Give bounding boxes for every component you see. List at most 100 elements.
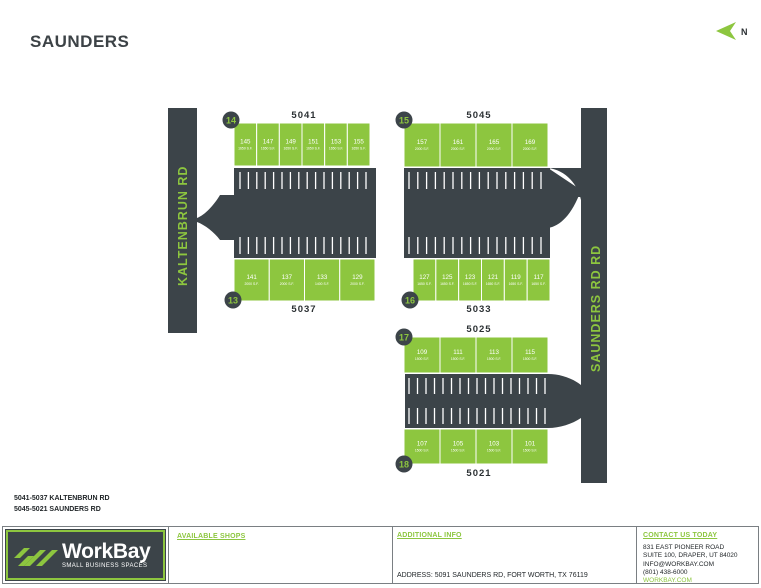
unit-block — [475, 336, 513, 374]
contact-website[interactable]: WORKBAY.COM — [643, 577, 692, 585]
east-lower-bulb — [548, 228, 581, 380]
building-label: 5021 — [466, 468, 491, 479]
contact-us-link[interactable]: CONTACT US TODAY — [643, 532, 718, 539]
building-badge: 15 — [395, 111, 413, 129]
building-label: 5025 — [466, 324, 491, 335]
property-address: ADDRESS: 5091 SAUNDERS RD, FORT WORTH, T… — [397, 572, 588, 579]
badge-number: 15 — [399, 115, 409, 125]
unit-size: 1650 S.F. — [352, 147, 366, 151]
contact-suite: SUITE 100, DRAPER, UT 84020 — [643, 552, 738, 560]
north-label: N — [741, 27, 748, 37]
east-upper-lot-round — [548, 168, 581, 200]
building-label: 5037 — [291, 304, 316, 315]
unit-number: 127 — [419, 274, 430, 281]
unit-size: 1500 S.F. — [415, 449, 429, 453]
workbay-logo[interactable]: WorkBay SMALL BUSINESS SPACES — [5, 529, 166, 581]
unit-number: 147 — [263, 139, 274, 146]
unit-number: 109 — [417, 349, 428, 356]
badge-circle — [222, 111, 240, 129]
unit-size: 2000 S.F. — [350, 282, 364, 286]
building-label: 5041 — [291, 110, 316, 121]
unit-number: 125 — [442, 274, 453, 281]
unit-size: 1650 S.F. — [261, 147, 275, 151]
unit-size: 1500 S.F. — [487, 449, 501, 453]
roads-layer — [168, 108, 607, 483]
unit-size: 1650 S.F. — [509, 282, 523, 286]
badge-circle — [395, 455, 413, 473]
unit-size: 2000 S.F. — [523, 147, 537, 151]
unit-size: 1500 S.F. — [523, 357, 537, 361]
unit-number: 165 — [489, 139, 500, 146]
unit-number: 145 — [240, 139, 251, 146]
east-upper-bulb — [548, 168, 581, 228]
unit-size: 1650 S.F. — [284, 147, 298, 151]
unit-number: 107 — [417, 441, 428, 448]
unit-size: 1650 S.F. — [417, 282, 431, 286]
address-list: 5041-5037 KALTENBRUN RD 5045-5021 SAUNDE… — [14, 493, 110, 515]
unit-number: 137 — [282, 274, 293, 281]
contact-email[interactable]: INFO@WORKBAY.COM — [643, 560, 715, 568]
unit-number: 129 — [352, 274, 363, 281]
unit-size: 2000 S.F. — [244, 282, 258, 286]
available-shops-cell: AVAILABLE SHOPS — [169, 527, 393, 583]
badge-circle — [401, 291, 419, 309]
page-title: SAUNDERS — [30, 32, 130, 51]
unit-size: 1500 S.F. — [523, 449, 537, 453]
badge-number: 13 — [228, 295, 238, 305]
unit-size: 1650 S.F. — [486, 282, 500, 286]
contact-phone[interactable]: (801) 438-6000 — [643, 568, 688, 576]
unit-number: 103 — [489, 441, 500, 448]
unit-number: 121 — [488, 274, 499, 281]
unit-block — [439, 428, 477, 465]
unit-block — [268, 258, 305, 302]
address-line-saunders: 5045-5021 SAUNDERS RD — [14, 506, 101, 513]
unit-size: 1500 S.F. — [451, 357, 465, 361]
road-label-saunders: SAUNDERS RD RD — [589, 245, 603, 372]
unit-size: 1650 S.F. — [463, 282, 477, 286]
unit-block — [403, 122, 441, 168]
badge-circle — [224, 291, 242, 309]
additional-info-link[interactable]: ADDITIONAL INFO — [397, 532, 462, 539]
unit-number: 105 — [453, 441, 464, 448]
building-badge: 18 — [395, 455, 413, 473]
unit-number: 149 — [286, 139, 297, 146]
available-shops-link[interactable]: AVAILABLE SHOPS — [177, 533, 246, 540]
badge-circle — [395, 111, 413, 129]
badge-number: 16 — [405, 295, 415, 305]
footer-bar: WorkBay SMALL BUSINESS SPACES AVAILABLE … — [2, 526, 759, 584]
unit-block — [511, 122, 549, 168]
unit-number: 157 — [417, 139, 428, 146]
unit-number: 141 — [246, 274, 257, 281]
building-badge: 14 — [222, 111, 240, 129]
unit-block — [346, 122, 371, 167]
kaltenbrun-road — [168, 108, 197, 333]
east-lower-parking-lot — [405, 374, 581, 428]
unit-size: 2000 S.F. — [415, 147, 429, 151]
north-arrow-icon: N — [716, 22, 748, 40]
contact-street: 831 EAST PIONEER ROAD — [643, 544, 725, 551]
unit-size: 1500 S.F. — [487, 357, 501, 361]
unit-number: 153 — [331, 139, 342, 146]
